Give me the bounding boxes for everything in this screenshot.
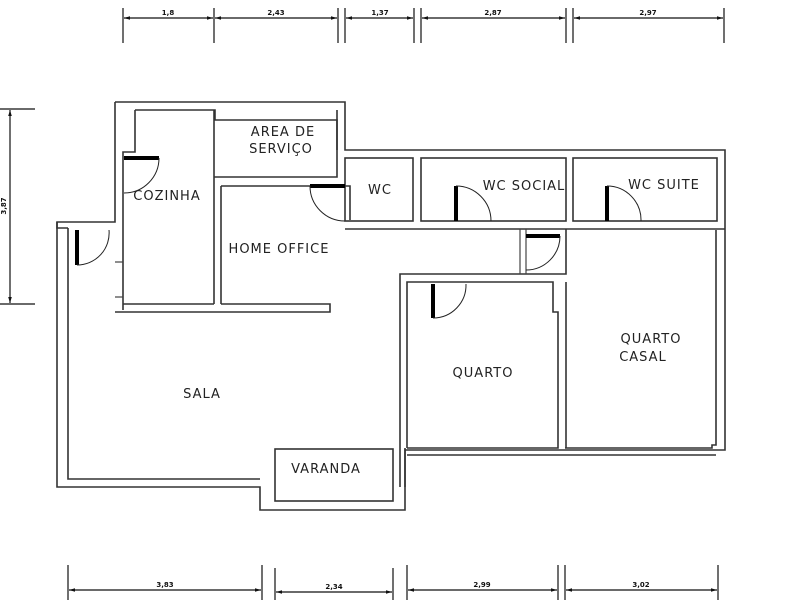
service-block-walls [115,110,351,313]
outer-walls [56,101,726,511]
bottom-dimension-chain [67,565,719,600]
room-label-quarto-casal-1: QUARTO [621,332,682,347]
room-label-wc-suite: WC SUITE [628,178,700,193]
room-label-quarto: QUARTO [453,366,514,381]
dim-top-5: 2,97 [639,9,656,17]
quarto-walls [399,229,716,487]
dim-bottom-1: 3,83 [156,581,173,589]
wc-row-walls [344,157,725,230]
room-label-sala: SALA [183,387,221,402]
dim-bottom-3: 2,99 [473,581,490,589]
varanda-walls [274,448,394,502]
dim-bottom-4: 3,02 [632,581,649,589]
left-dimension [0,108,35,305]
dim-bottom-2: 2,34 [325,583,342,591]
dim-top-4: 2,87 [484,9,501,17]
room-label-area-servico-1: AREA DE [251,125,315,140]
dim-left-1: 3,87 [0,197,8,214]
room-label-area-servico-2: SERVIÇO [249,142,313,157]
room-label-home-office: HOME OFFICE [229,242,330,257]
dim-top-2: 2,43 [267,9,284,17]
room-label-varanda: VARANDA [291,462,361,477]
room-label-wc: WC [368,183,392,198]
room-label-wc-social: WC SOCIAL [483,179,566,194]
room-label-cozinha: COZINHA [133,189,200,204]
top-dimension-chain [122,8,725,43]
doors [75,156,642,319]
room-label-quarto-casal-2: CASAL [619,350,667,365]
dim-top-3: 1,37 [371,9,388,17]
dim-top-1: 1,8 [162,9,175,17]
